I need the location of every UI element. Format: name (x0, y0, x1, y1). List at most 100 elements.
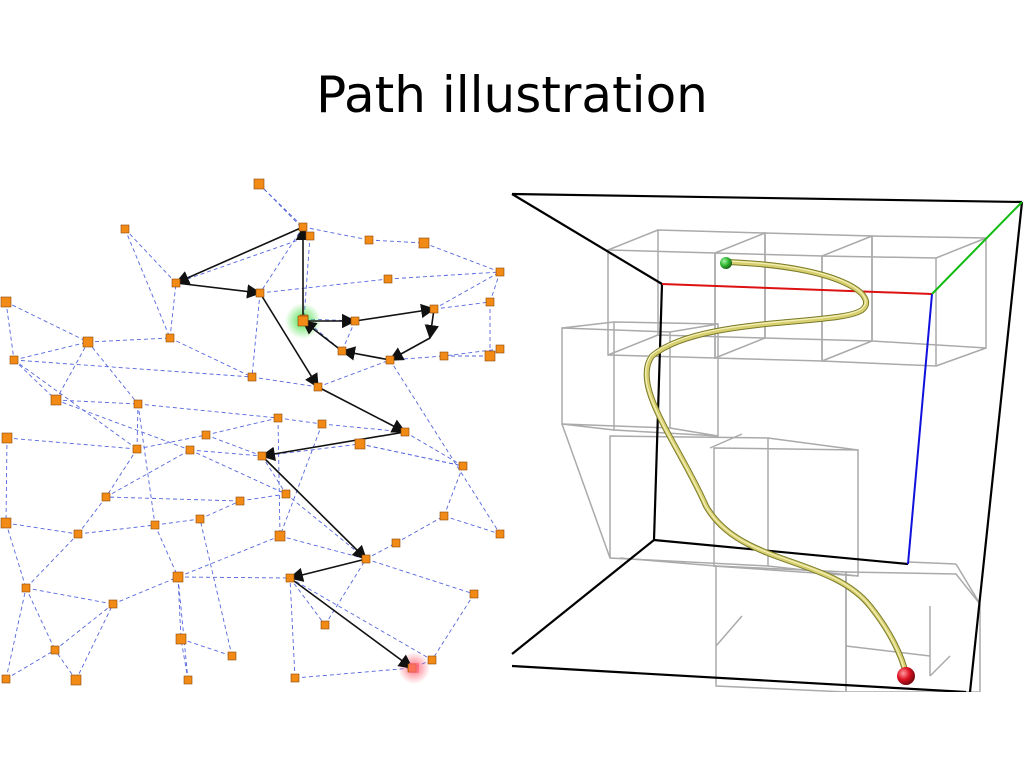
graph-edge (277, 417, 281, 537)
graph-node (495, 529, 505, 539)
graph-edge (443, 465, 464, 517)
graph-node (391, 538, 401, 548)
graph-node (21, 583, 31, 593)
graph-node (429, 304, 439, 314)
path-arrow (424, 308, 439, 340)
graph-node (458, 461, 468, 471)
graph-edge (177, 576, 189, 681)
graph-edge (5, 587, 27, 680)
graph-node (361, 554, 371, 564)
graph-node (227, 651, 237, 661)
graph-edge (258, 183, 311, 237)
graph-edge (259, 226, 304, 294)
graph-node (9, 355, 19, 365)
graph-edge (279, 423, 323, 537)
graph-node (201, 430, 211, 440)
graph-edge (239, 493, 287, 502)
goal-node (409, 663, 419, 673)
graph-edge (55, 341, 89, 401)
graph-edge (261, 455, 287, 495)
graph-edge (433, 301, 491, 310)
graph-edge (87, 341, 139, 405)
graph-node (317, 419, 327, 429)
path-arrow (261, 455, 368, 561)
graph-node (337, 346, 347, 356)
graph-nodes (0, 178, 505, 686)
graph-edge (25, 587, 56, 651)
graph-edge (177, 576, 291, 579)
graph-edge (169, 337, 253, 378)
graph-edge (489, 271, 501, 303)
graph-edge (294, 667, 413, 679)
maze-path-curve (643, 259, 909, 677)
graph-edge (259, 278, 389, 294)
path-arrow (259, 292, 319, 389)
graph-edge (55, 399, 191, 451)
graph-node (120, 224, 130, 234)
graph-edge (251, 292, 261, 378)
graph-node (427, 655, 437, 665)
graph-node (305, 231, 315, 241)
graph-edge (154, 518, 201, 526)
graph-edge (365, 558, 475, 595)
graph-edge (105, 449, 191, 498)
graph-node (133, 399, 143, 409)
graph-edge (205, 417, 279, 436)
maze-frame (511, 192, 1024, 692)
graph-edge (443, 348, 501, 357)
graph-edge (387, 271, 501, 280)
graph-node (183, 675, 193, 685)
graph-node (0, 517, 12, 529)
graph-edge (5, 649, 56, 680)
graph-edge (124, 228, 171, 339)
graph-node (132, 444, 142, 454)
graph-edge (55, 399, 139, 405)
graph-edge (443, 515, 501, 535)
path-arrow (340, 346, 391, 361)
graph-edge (368, 239, 425, 244)
graph-node (469, 589, 479, 599)
graph-edge (359, 443, 464, 467)
graph-edge (177, 576, 182, 640)
graph-edge (404, 431, 464, 467)
graph-edge (199, 500, 241, 520)
graph-node (484, 350, 496, 362)
graph-node (1, 674, 11, 684)
graph-node (257, 451, 267, 461)
graph-edge (251, 376, 319, 388)
graph-node (281, 489, 291, 499)
graph-edge (75, 603, 114, 681)
graph-edge (25, 533, 79, 589)
graph-edge (136, 434, 207, 450)
graph-edge (54, 603, 114, 651)
graph-edge (389, 355, 445, 361)
graph-node (364, 235, 374, 245)
graph-node (285, 573, 295, 583)
maze-3d-illustration (510, 186, 1024, 692)
start-ball (720, 257, 732, 269)
graph-edge (13, 359, 138, 450)
graph-node (171, 278, 181, 288)
graph-edge (5, 301, 15, 361)
graph-node (82, 336, 94, 348)
graph-edge (365, 542, 397, 560)
graph-node (354, 438, 366, 450)
graph-node (320, 620, 330, 630)
goal-ball (897, 667, 915, 685)
graph-edges (5, 183, 501, 681)
graph-edge (175, 235, 311, 284)
graph-node (253, 178, 265, 190)
graph-node (1, 432, 13, 444)
graph-node (383, 274, 393, 284)
path-arrow (317, 386, 407, 433)
graph-edge (13, 359, 253, 378)
graph-edge (13, 359, 57, 401)
graph-node (50, 394, 62, 406)
graph-node (195, 514, 205, 524)
graph-edge (180, 638, 233, 657)
path-arrow (354, 303, 436, 322)
graph-edge (431, 593, 475, 661)
graph-svg (0, 178, 505, 686)
graph-edge (137, 403, 156, 526)
path-arrow (289, 577, 414, 669)
